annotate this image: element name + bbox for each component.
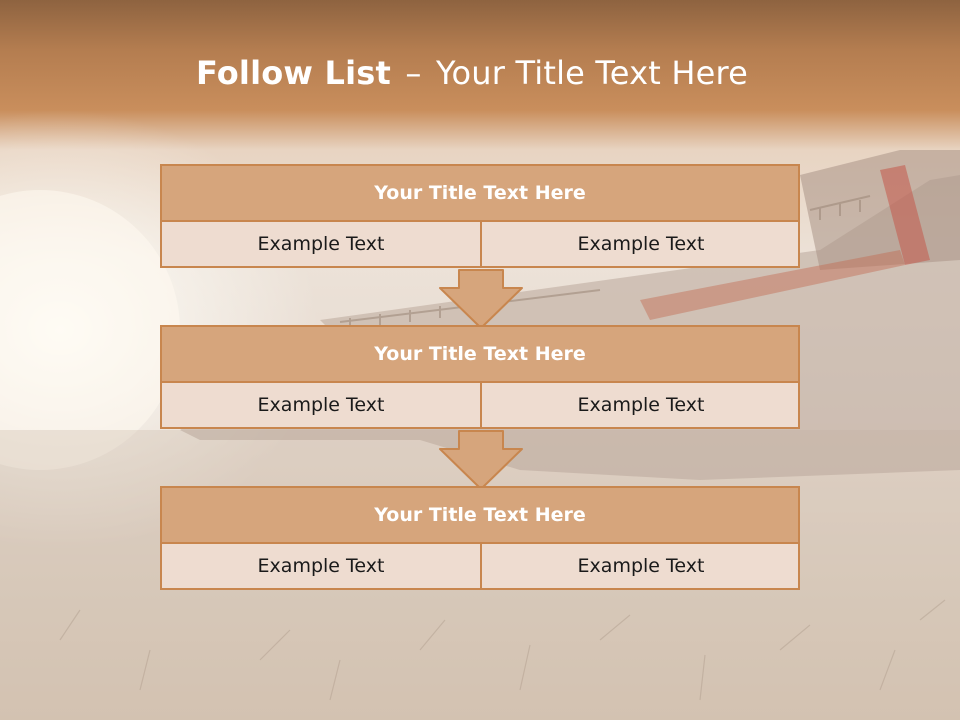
list-block-2: Your Title Text Here Example Text Exampl… [160,325,800,429]
list-block-1: Your Title Text Here Example Text Exampl… [160,164,800,268]
list-block-3: Your Title Text Here Example Text Exampl… [160,486,800,590]
block-right-text: Example Text [480,222,800,266]
down-arrow-icon [439,430,523,490]
block-title: Your Title Text Here [162,488,798,544]
block-left-text: Example Text [257,555,385,577]
down-arrow-icon [439,269,523,329]
block-right-text: Example Text [480,544,800,588]
block-left-text: Example Text [257,233,385,255]
slide-title-bold: Follow List [195,54,392,92]
slide-title-rest: Your Title Text Here [436,54,749,92]
block-title: Your Title Text Here [162,166,798,222]
block-title: Your Title Text Here [162,327,798,383]
slide-title: Follow List – Your Title Text Here [0,54,944,92]
block-left-text: Example Text [257,394,385,416]
block-right-text: Example Text [480,383,800,427]
slide-title-separator: – [405,54,422,92]
